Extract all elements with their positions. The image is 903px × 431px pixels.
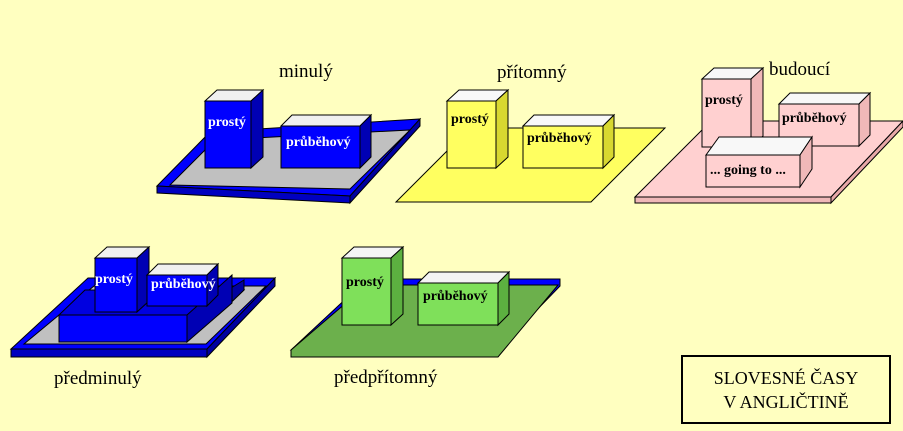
box-budouci-going-to [705,135,813,189]
title-line-2: V ANGLIČTINĚ [723,391,849,412]
box-predpritomny-prosty [340,245,405,327]
label-pritomny: přítomný [497,62,567,83]
box-pritomny-prubehovy [521,113,616,170]
box-predpritomny-prubehovy [416,270,511,327]
budouci-prosty-label: prostý [705,93,743,108]
box-budouci-prosty [700,66,765,149]
predpritomny-prosty-label: prostý [346,275,384,290]
predpritomny-prubehovy-label: průběhový [423,289,488,304]
box-predminuly-prubehovy [145,262,220,308]
label-minuly: minulý [279,61,333,82]
label-predpritomny: předpřítomný [334,367,438,388]
pritomny-prosty-label: prostý [451,112,489,127]
label-predminuly: předminulý [54,368,142,389]
box-minuly-prosty [203,88,265,170]
budouci-prubehovy-label: průběhový [782,111,847,126]
title-box: SLOVESNÉ ČASY V ANGLIČTINĚ [681,355,891,424]
box-pritomny-prosty [445,88,510,170]
title-line-1: SLOVESNÉ ČASY [713,367,859,388]
label-budouci: budoucí [769,59,831,80]
box-minuly-prubehovy [279,113,373,170]
pritomny-prubehovy-label: průběhový [527,131,592,146]
minuly-prubehovy-label: průběhový [286,135,351,150]
box-predminuly-prosty [93,245,151,314]
predminuly-prubehovy-label: průběhový [151,277,216,292]
budouci-going-to-label: ... going to ... [710,163,786,178]
minuly-prosty-label: prostý [208,115,246,130]
predminuly-prosty-label: prostý [95,272,133,287]
